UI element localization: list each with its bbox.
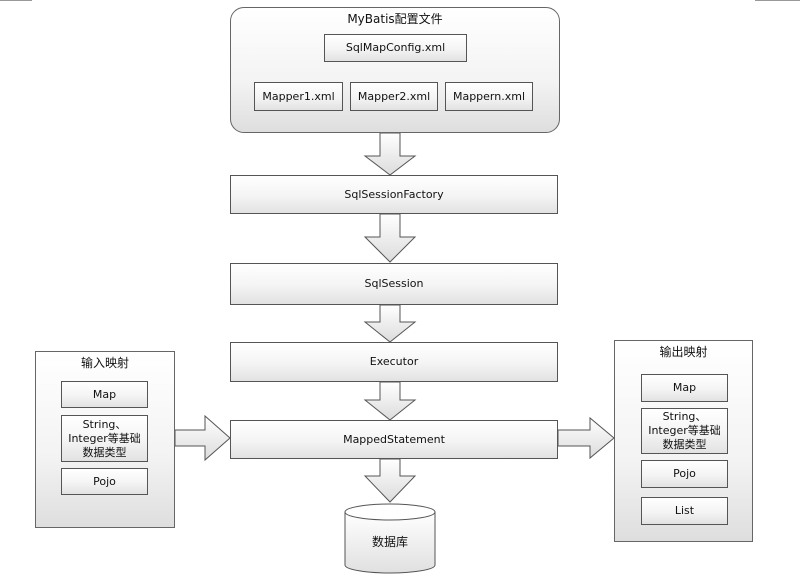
- arrow-mapped-to-output: [557, 416, 615, 460]
- top-right-edge: [755, 0, 800, 1]
- input-basic-types-box: String、 Integer等基础 数据类型: [61, 415, 148, 462]
- arrow-mapped-to-database: [363, 458, 417, 503]
- input-mapping-title: 输入映射: [80, 356, 129, 370]
- output-pojo-box: Pojo: [641, 460, 728, 488]
- arrow-input-to-mapped: [174, 414, 231, 462]
- mapper1-box: Mapper1.xml: [254, 82, 343, 111]
- database-label: 数据库: [371, 535, 408, 549]
- sqlsession-box: SqlSession: [230, 263, 558, 305]
- input-pojo-box: Pojo: [61, 468, 148, 495]
- output-mapping-title: 输出映射: [659, 345, 708, 359]
- sqlsessionfactory-box: SqlSessionFactory: [230, 175, 558, 214]
- output-integer-label: Integer等基础: [648, 424, 721, 437]
- input-integer-label: Integer等基础: [68, 431, 141, 445]
- mappern-box: Mappern.xml: [445, 82, 533, 111]
- sqlmapconfig-box: SqlMapConfig.xml: [324, 34, 467, 62]
- executor-box: Executor: [230, 342, 558, 382]
- config-title: MyBatis配置文件: [347, 12, 443, 26]
- output-string-label: String、: [662, 410, 707, 423]
- input-mapping-panel: 输入映射: [35, 351, 175, 528]
- arrow-config-to-factory: [363, 132, 417, 176]
- arrow-executor-to-mapped: [363, 381, 417, 421]
- mappedstatement-box: MappedStatement: [230, 420, 558, 459]
- mybatis-config-panel: MyBatis配置文件: [230, 7, 560, 133]
- input-datatype-label: 数据类型: [82, 445, 127, 459]
- arrow-factory-to-session: [363, 213, 417, 263]
- output-basic-types-box: String、 Integer等基础 数据类型: [641, 408, 728, 454]
- output-list-box: List: [641, 497, 728, 525]
- arrow-session-to-executor: [363, 304, 417, 343]
- mapper2-box: Mapper2.xml: [350, 82, 438, 111]
- output-map-box: Map: [641, 374, 728, 402]
- database-cylinder: [344, 503, 436, 574]
- top-left-edge: [0, 0, 32, 1]
- input-string-label: String、: [82, 417, 127, 431]
- output-datatype-label: 数据类型: [662, 438, 707, 451]
- input-map-box: Map: [61, 381, 148, 408]
